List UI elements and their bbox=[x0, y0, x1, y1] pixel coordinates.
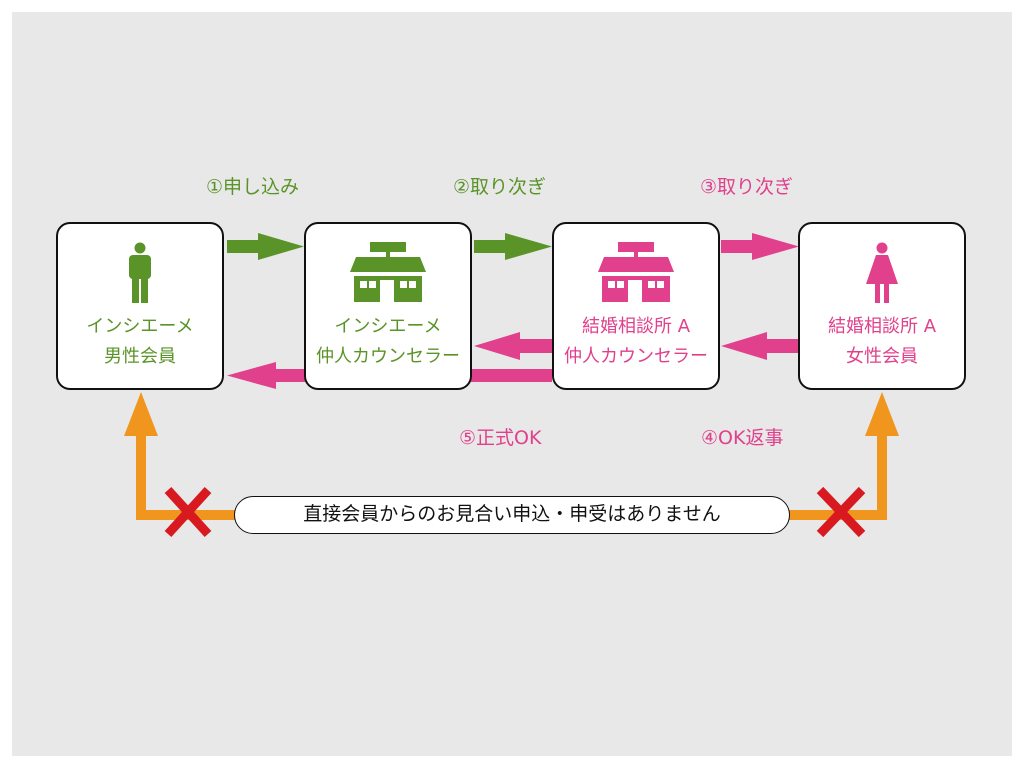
node-label-line1: 結婚相談所 A bbox=[827, 316, 937, 337]
node-male-member: インシエーメ 男性会員 bbox=[56, 222, 224, 390]
arrow-agency-to-female bbox=[721, 233, 799, 260]
node-label-line2: 女性会員 bbox=[846, 346, 918, 367]
male-person-icon bbox=[58, 240, 222, 306]
arrow-female-to-agency bbox=[721, 332, 798, 360]
node-female-member: 結婚相談所 A 女性会員 bbox=[798, 222, 966, 390]
shop-icon bbox=[554, 240, 718, 306]
step-label-relay-2: ③取り次ぎ bbox=[700, 176, 794, 198]
arrow-counselor-to-agency bbox=[474, 233, 552, 260]
step-label-official-ok: ⑤正式OK bbox=[459, 427, 542, 449]
blocked-path-right bbox=[788, 392, 899, 520]
node-label: 結婚相談所 A 女性会員 bbox=[800, 312, 964, 372]
node-label-line1: 結婚相談所 A bbox=[581, 316, 691, 337]
blocked-path-left bbox=[124, 392, 236, 520]
shop-icon bbox=[306, 240, 470, 306]
node-label-line2: 男性会員 bbox=[104, 346, 176, 367]
step-label-ok-reply: ④OK返事 bbox=[701, 427, 784, 449]
step-label-apply: ①申し込み bbox=[206, 176, 300, 198]
node-label-line1: インシエーメ bbox=[334, 316, 442, 337]
cross-icon bbox=[164, 486, 212, 538]
female-person-icon bbox=[800, 240, 964, 306]
cross-icon bbox=[816, 486, 866, 538]
node-label-line2: 仲人カウンセラー bbox=[316, 346, 460, 367]
no-direct-contact-notice: 直接会員からのお見合い申込・申受はありません bbox=[234, 496, 790, 534]
node-agency-counselor: 結婚相談所 A 仲人カウンセラー bbox=[552, 222, 720, 390]
arrow-member-to-counselor bbox=[227, 233, 304, 260]
node-label: インシエーメ 男性会員 bbox=[58, 312, 222, 372]
node-insieme-counselor: インシエーメ 仲人カウンセラー bbox=[304, 222, 472, 390]
node-label: インシエーメ 仲人カウンセラー bbox=[306, 312, 470, 372]
node-label: 結婚相談所 A 仲人カウンセラー bbox=[554, 312, 718, 372]
step-label-relay-1: ②取り次ぎ bbox=[453, 176, 547, 198]
node-label-line1: インシエーメ bbox=[86, 316, 194, 337]
node-label-line2: 仲人カウンセラー bbox=[564, 346, 708, 367]
arrow-agency-to-counselor bbox=[474, 332, 552, 360]
